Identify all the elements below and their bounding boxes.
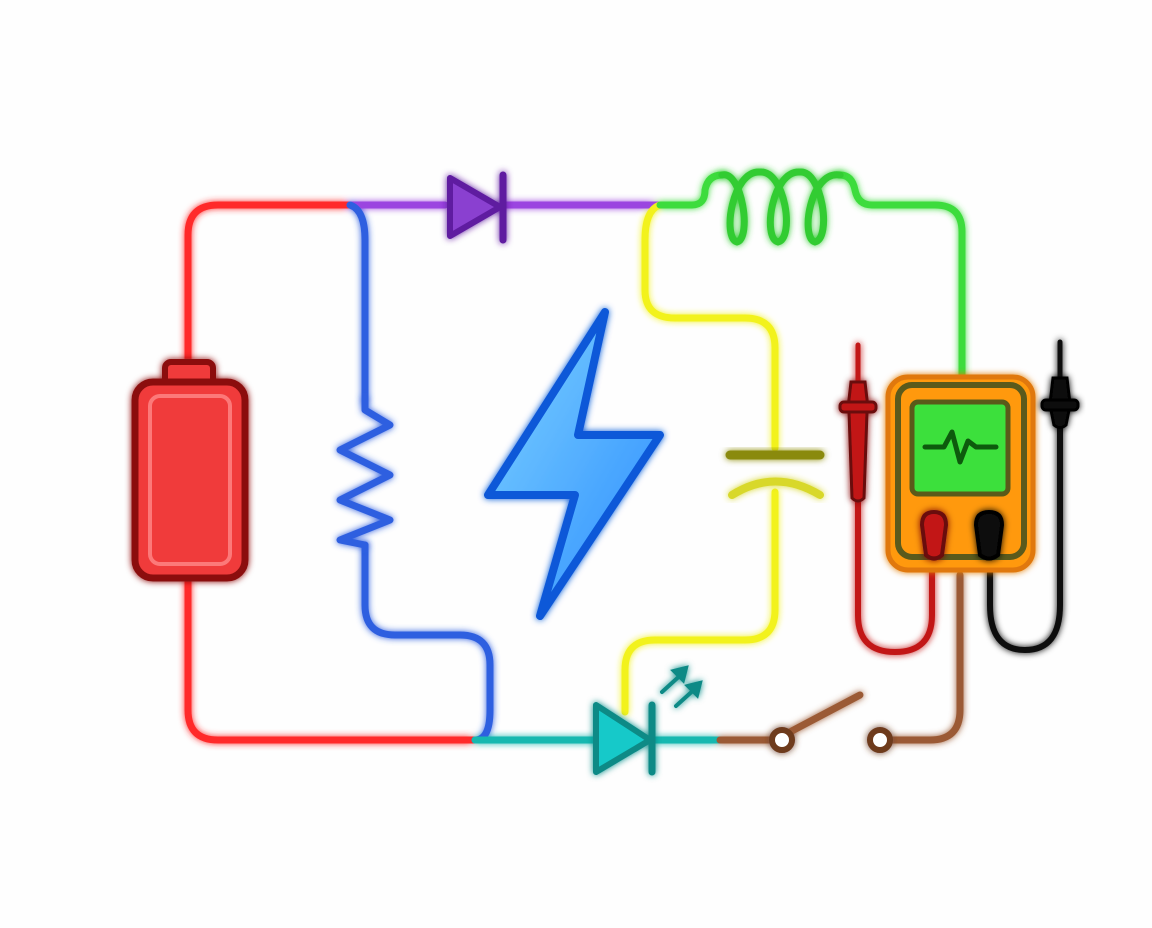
green-wire — [656, 171, 966, 384]
capacitor-icon — [725, 450, 825, 499]
wires — [184, 171, 966, 744]
red-wire-bottom-left — [184, 576, 479, 744]
red-wire-top-left — [184, 201, 354, 369]
led-light-rays-icon — [660, 665, 703, 708]
battery-icon — [131, 359, 249, 582]
switch-icon — [769, 691, 893, 753]
resistor-icon — [336, 396, 394, 549]
red-probe-icon — [838, 342, 878, 503]
led-icon — [593, 665, 703, 776]
lightning-bolt-icon — [484, 308, 664, 620]
blue-wire — [346, 201, 494, 744]
multimeter-screen — [909, 399, 1011, 497]
probe-leads — [855, 422, 1063, 656]
diode-icon — [447, 171, 507, 244]
brown-wire — [716, 571, 964, 744]
multimeter-icon — [838, 339, 1080, 656]
multimeter-jacks — [919, 509, 1005, 561]
waveform-icon — [922, 429, 999, 465]
black-probe-icon — [1040, 339, 1080, 429]
yellow-wire — [621, 201, 779, 716]
inductor-coil-icon — [718, 168, 844, 246]
